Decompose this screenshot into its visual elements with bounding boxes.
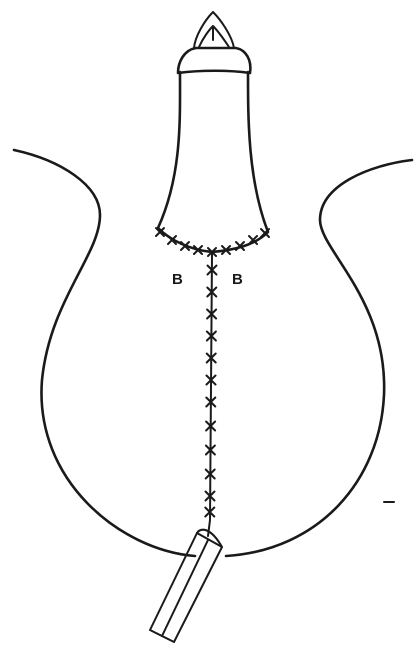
- pouch-outline: [14, 150, 412, 556]
- label-left-flap: B: [172, 271, 183, 288]
- glans-meatus: [199, 26, 229, 47]
- label-right-flap: B: [232, 271, 243, 288]
- corona-collar: [178, 48, 250, 73]
- drain-tube: [150, 530, 222, 642]
- shaft-outline: [158, 72, 268, 252]
- base-suture-stitches: [156, 228, 269, 256]
